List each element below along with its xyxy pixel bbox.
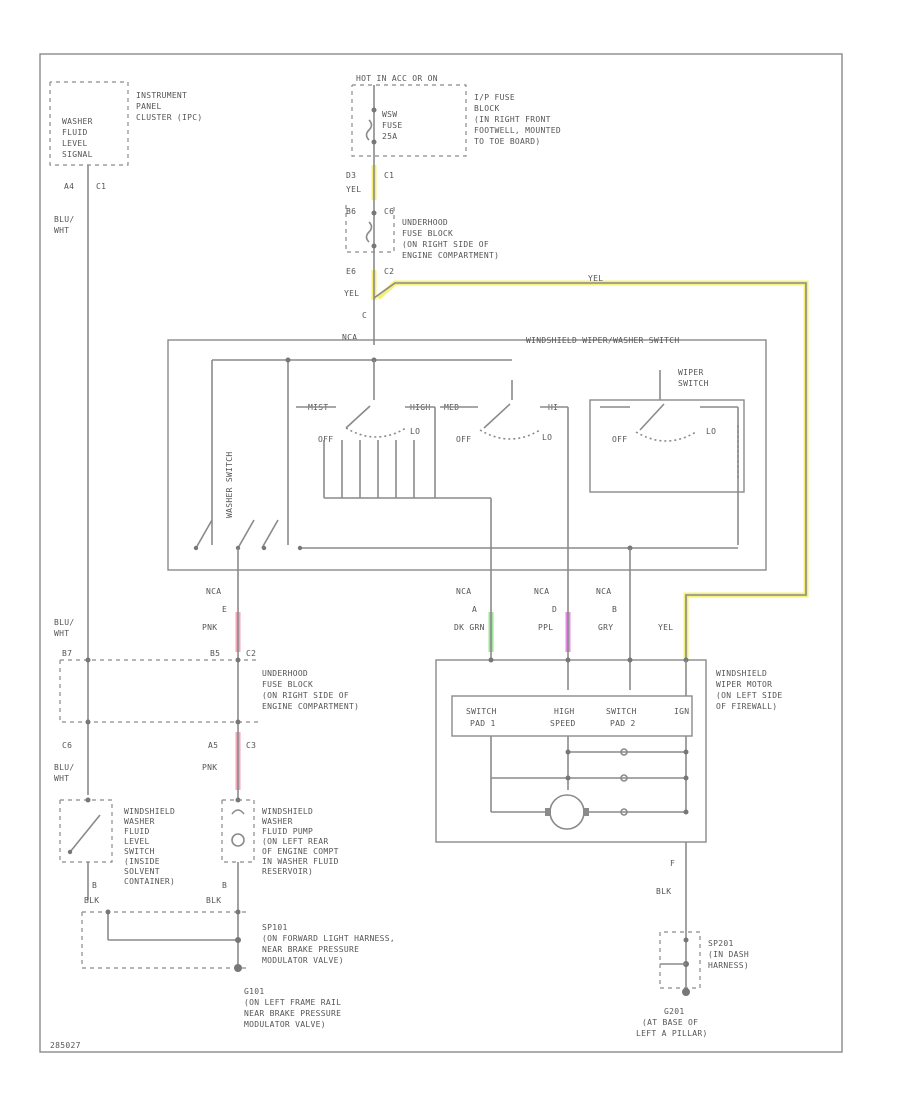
switch-output-connectors: NCA NCA NCA NCA E PNK A DK GRN D PPL B G… (202, 580, 673, 798)
wire-color-yel-4: YEL (658, 623, 673, 632)
pin-e: E (222, 605, 227, 614)
nca-label-b: NCA (456, 587, 471, 596)
connector-c1-top: C1 (384, 171, 394, 180)
washer-switch: WASHER SWITCH (193, 451, 738, 580)
switch2-lo: LO (542, 433, 552, 442)
nca-label-1: NCA (342, 333, 357, 342)
pin-d: D (552, 605, 557, 614)
pin-b3: B (222, 881, 227, 890)
wire-color-gry: GRY (598, 623, 613, 632)
motor-cell-high: HIGH (554, 707, 574, 716)
pin-b2: B (92, 881, 97, 890)
wire-color-pnk-1: PNK (202, 623, 217, 632)
pin-b5: B5 (210, 649, 220, 658)
nca-label-a: NCA (206, 587, 221, 596)
switch-title: WINDSHIELD WIPER/WASHER SWITCH (526, 336, 680, 345)
hot-in-acc-label: HOT IN ACC OR ON (356, 74, 438, 83)
wire-color-blk-3: BLK (656, 887, 671, 896)
pin-f: F (670, 859, 675, 868)
wiper-washer-switch: WINDSHIELD WIPER/WASHER SWITCH MIST HIGH… (167, 336, 767, 580)
resistor-ladder (323, 440, 492, 580)
connector-c2-top: C2 (384, 267, 394, 276)
wire-color-pnk-2: PNK (202, 763, 217, 772)
motor-cell-switch-1: SWITCH (466, 707, 497, 716)
wire-color-blk-2: BLK (206, 896, 221, 905)
switch2-off: OFF (456, 435, 471, 444)
motor-cell-high-sub: SPEED (550, 719, 576, 728)
motor-cell-switch-2: SWITCH (606, 707, 637, 716)
pin-c: C (362, 311, 367, 320)
motor-cell-ign: IGN (674, 707, 689, 716)
washer-switch-label: WASHER SWITCH (225, 451, 234, 518)
wire-color-yel-3: YEL (588, 274, 603, 283)
wire-color-dk-grn: DK GRN (454, 623, 485, 632)
connector-c3: C3 (246, 741, 256, 750)
wire-color-blu-wht-3: BLU/WHT (54, 763, 74, 783)
connector-c6: C6 (384, 207, 394, 216)
wire-color-yel-1: YEL (346, 185, 361, 194)
wire-color-blu-wht-2: BLU/WHT (54, 618, 74, 638)
pin-c6: C6 (62, 741, 72, 750)
motor-cell-switch-2-sub: PAD 2 (610, 719, 636, 728)
pin-b6: B6 (346, 207, 356, 216)
motor-cell-switch-1-sub: PAD 1 (470, 719, 496, 728)
switch1-lo: LO (410, 427, 420, 436)
switch1-off: OFF (318, 435, 333, 444)
wiper-switch-lo: LO (706, 427, 716, 436)
wire-color-yel-2: YEL (344, 289, 359, 298)
pin-e6: E6 (346, 267, 356, 276)
pin-d3: D3 (346, 171, 356, 180)
pin-b: B (612, 605, 617, 614)
wiper-switch-off: OFF (612, 435, 627, 444)
diagram-border (39, 53, 843, 1053)
nca-label-c: NCA (534, 587, 549, 596)
sp101-label: SP101(ON FORWARD LIGHT HARNESS,NEAR BRAK… (262, 923, 395, 965)
pin-a: A (472, 605, 477, 614)
ipc-pin: A4 (64, 182, 74, 191)
wire-color-blk-1: BLK (84, 896, 99, 905)
ipc-connector: C1 (96, 182, 106, 191)
wire-color-blu-wht-1: BLU/WHT (54, 215, 74, 235)
motor-armature (549, 794, 585, 830)
nca-label-d: NCA (596, 587, 611, 596)
wire-color-ppl: PPL (538, 623, 553, 632)
connector-c2-mid: C2 (246, 649, 256, 658)
pin-b7: B7 (62, 649, 72, 658)
pin-a5: A5 (208, 741, 218, 750)
footer-code: 285027 (50, 1041, 81, 1050)
